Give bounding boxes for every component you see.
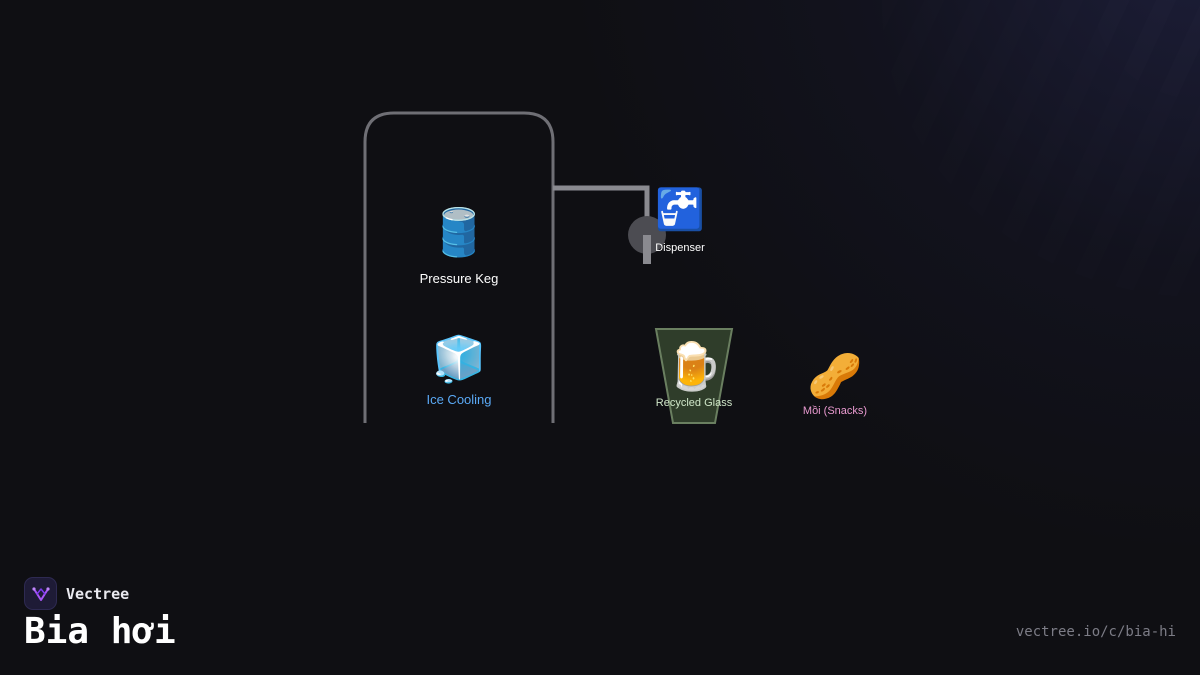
brand-name: Vectree [66,584,130,603]
node-snacks[interactable]: 🥜 Mồi (Snacks) [802,352,868,418]
node-dispenser[interactable]: 🚰 Dispenser [655,190,705,254]
potable-water-icon: 🚰 [655,188,705,232]
node-label-dispenser: Dispenser [655,242,705,254]
recycled-glass-shape [654,328,734,424]
peanuts-icon: 🥜 [807,352,863,401]
ice-cube-icon: 🧊 [431,335,487,384]
page-title: Bia hơi [24,611,176,652]
node-ice-cooling[interactable]: 🧊 Ice Cooling [426,335,492,408]
tap-spout [643,235,651,264]
node-recycled-glass[interactable]: 🍺 Recycled Glass [656,343,732,409]
node-label-snacks: Mồi (Snacks) [802,405,868,417]
vectree-logo-icon [24,577,57,610]
oil-drum-icon: 🛢️ [430,206,488,258]
brand[interactable]: Vectree [24,577,129,610]
node-label-recycled-glass: Recycled Glass [655,397,733,409]
node-label-ice-cooling: Ice Cooling [426,392,492,407]
keg-housing-outline [363,111,555,423]
beer-mug-icon: 🍺 [665,340,723,392]
page-url[interactable]: vectree.io/c/bia-hi [1015,624,1176,640]
node-pressure-keg[interactable]: 🛢️ Pressure Keg [420,209,499,286]
node-label-pressure-keg: Pressure Keg [419,271,499,286]
